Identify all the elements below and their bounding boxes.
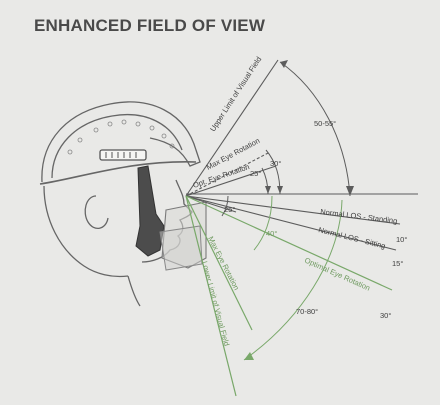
arc-upper: [279, 61, 351, 197]
angle-optimal-max-down: 25°: [224, 205, 235, 214]
line-normal-standing: [185, 195, 401, 225]
angle-lower-range: 70-80°: [296, 307, 318, 316]
label-normal-standing: Normal LOS - Standing: [320, 207, 398, 225]
headset-strap: [135, 165, 165, 257]
green-lines: [185, 195, 393, 397]
helmet-pattern: [67, 119, 175, 155]
angle-sitting-optimal: 15°: [392, 259, 403, 268]
back-of-head: [43, 185, 129, 278]
angle-arcs: [221, 61, 351, 361]
angle-lower-extra: 30°: [380, 311, 391, 320]
ear: [84, 195, 109, 229]
visor-front: [159, 225, 203, 271]
helmet-rim: [39, 161, 197, 185]
diagram-title: ENHANCED FIELD OF VIEW: [34, 16, 266, 35]
line-max-eye-up: [185, 151, 271, 197]
line-opt-down-short: [185, 195, 237, 213]
arc-arrowheads: [244, 60, 354, 360]
angle-values: 50-55° 30° 25° 10° 15° 25° 40° 70-80° 30…: [224, 119, 407, 320]
line-opt-eye-up: [185, 165, 277, 197]
angle-upper-range: 50-55°: [314, 119, 336, 128]
arc-max-down: [253, 195, 273, 251]
label-normal-sitting: Normal LOS - Sitting: [318, 225, 387, 250]
sight-lines: [185, 59, 418, 251]
angle-max-down: 40°: [266, 229, 277, 238]
line-normal-sitting: [185, 195, 397, 251]
line-upper-limit: [185, 59, 279, 197]
rail-slots: [105, 152, 137, 158]
angle-max-up: 30°: [270, 159, 281, 168]
line-optimal-eye-rotation: [185, 195, 393, 291]
head-illustration: [39, 101, 201, 307]
label-opt-eye-up: Opt. Eye Rotation: [192, 162, 251, 190]
line-max-eye-down: [185, 195, 253, 331]
helmet-inner-line: [51, 114, 183, 179]
helmet-rail: [99, 149, 147, 161]
line-lower-limit: [185, 195, 237, 397]
angle-standing-sitting: 10°: [396, 235, 407, 244]
neck: [127, 275, 141, 307]
arc-lower: [243, 199, 343, 361]
angle-opt-up: 25°: [250, 169, 261, 178]
helmet-shell: [41, 101, 201, 183]
arc-opt-down-left: [221, 195, 229, 217]
